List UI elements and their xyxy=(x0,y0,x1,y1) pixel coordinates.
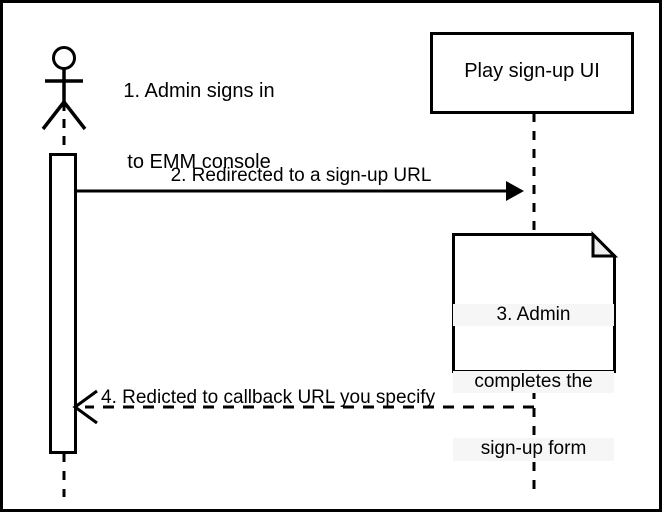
actor-caption-line-2: to EMM console xyxy=(127,150,271,173)
note-text: 3. Admin completes the sign-up form xyxy=(453,259,614,505)
diagram-vector-layer xyxy=(41,32,634,497)
actor-caption: 1. Admin signs in to EMM console xyxy=(99,33,299,222)
note-text-line-3: sign-up form xyxy=(453,438,614,461)
participant-label-play-signup-ui: Play sign-up UI xyxy=(464,60,600,82)
message-2-label: 2. Redirected to a sign-up URL xyxy=(170,165,432,186)
note-text-line-1: 3. Admin xyxy=(453,303,614,327)
actor-right-leg-line xyxy=(62,100,87,131)
actor-head-icon xyxy=(52,46,76,70)
participant-box-play-signup-ui xyxy=(430,32,634,114)
actor-caption-line-1: 1. Admin signs in xyxy=(123,80,275,103)
actor-activation-bar xyxy=(49,153,77,454)
message-4-label: 4. Redicted to callback URL you specify xyxy=(101,387,436,408)
note-shape-admin-completes-form xyxy=(452,233,616,373)
note-folded-corner-icon xyxy=(591,230,619,258)
note-text-line-2: completes the xyxy=(453,371,614,394)
actor-left-leg-line xyxy=(41,100,66,131)
message-2-arrowhead-icon xyxy=(506,181,524,201)
message-4-arrowhead-icon xyxy=(72,389,98,425)
actor-stick-figure-icon xyxy=(41,46,87,131)
